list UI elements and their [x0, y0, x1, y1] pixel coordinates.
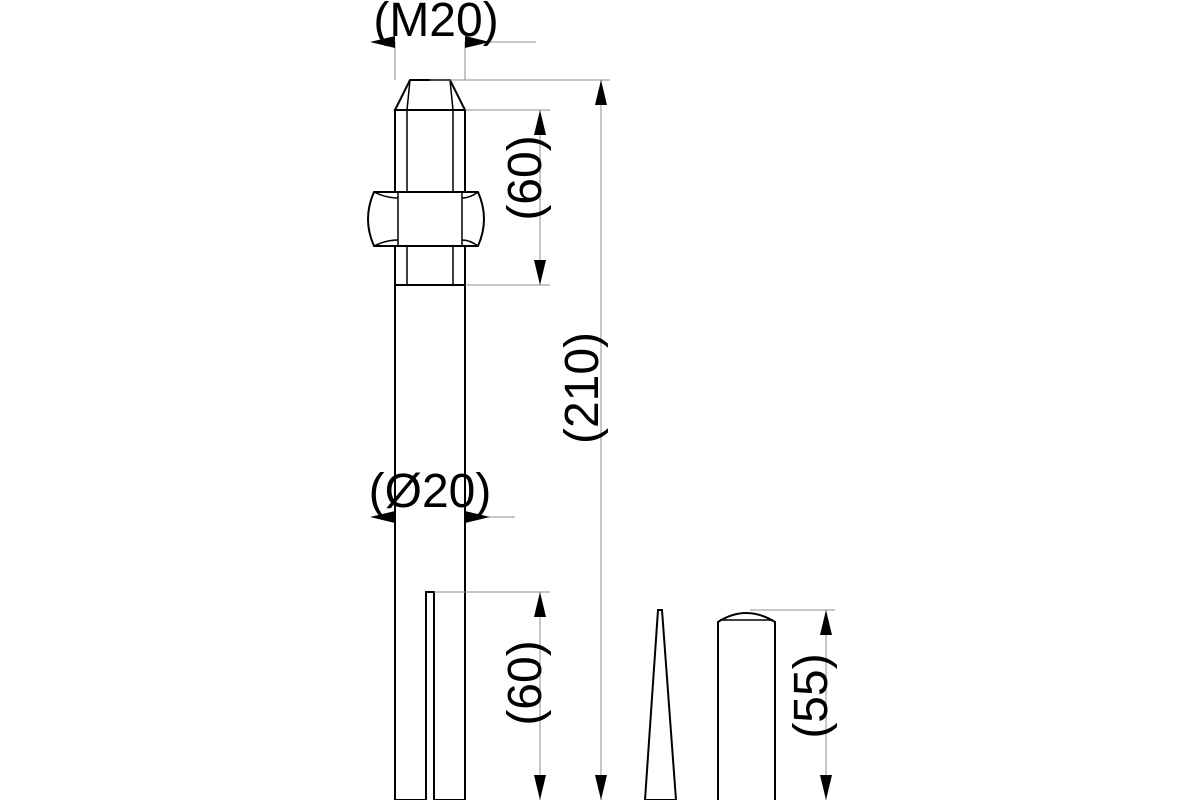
arrow-diameter-right [465, 511, 490, 523]
dim-thread-length-label: (60) [499, 135, 552, 220]
arrow-slot-length-bottom [534, 775, 546, 800]
dim-total-length-label: (210) [556, 332, 609, 444]
arrow-slot-length-top [534, 592, 546, 617]
arrowheads [370, 36, 832, 800]
arrow-thread-left [370, 36, 395, 48]
arrow-thread-length-bottom [534, 260, 546, 285]
dim-diameter-label: (Ø20) [369, 465, 492, 518]
dim-slot-length-label: (60) [499, 640, 552, 725]
hex-nut-chamfer-right-top [461, 191, 479, 199]
thread-tip-edge-right [449, 79, 454, 111]
rod-chamfered-tip [393, 79, 467, 111]
arrow-wedge-length-top [820, 610, 832, 635]
arrow-diameter-left [370, 511, 395, 523]
arrow-total-top [595, 80, 607, 105]
sleeve [717, 612, 776, 800]
arrow-wedge-length-bottom [820, 775, 832, 800]
dimension-lines [539, 80, 827, 800]
extension-lines [394, 41, 835, 611]
hex-nut [367, 191, 485, 247]
hex-nut-chamfer-left-top [373, 191, 399, 199]
hex-nut-chamfer-right-bottom [461, 239, 479, 247]
thread-tip-edge-left [406, 79, 411, 111]
dim-thread-label: (M20) [373, 0, 498, 47]
wedge [643, 609, 678, 800]
hex-nut-chamfer-left-bottom [373, 239, 399, 247]
arrow-thread-right [465, 36, 490, 48]
hex-nut-body [367, 191, 485, 247]
arrow-total-bottom [595, 775, 607, 800]
rod-slot [425, 591, 435, 800]
dim-wedge-length-label: (55) [785, 653, 838, 738]
anchor-rod [393, 79, 467, 800]
arrow-thread-length-top [534, 110, 546, 135]
